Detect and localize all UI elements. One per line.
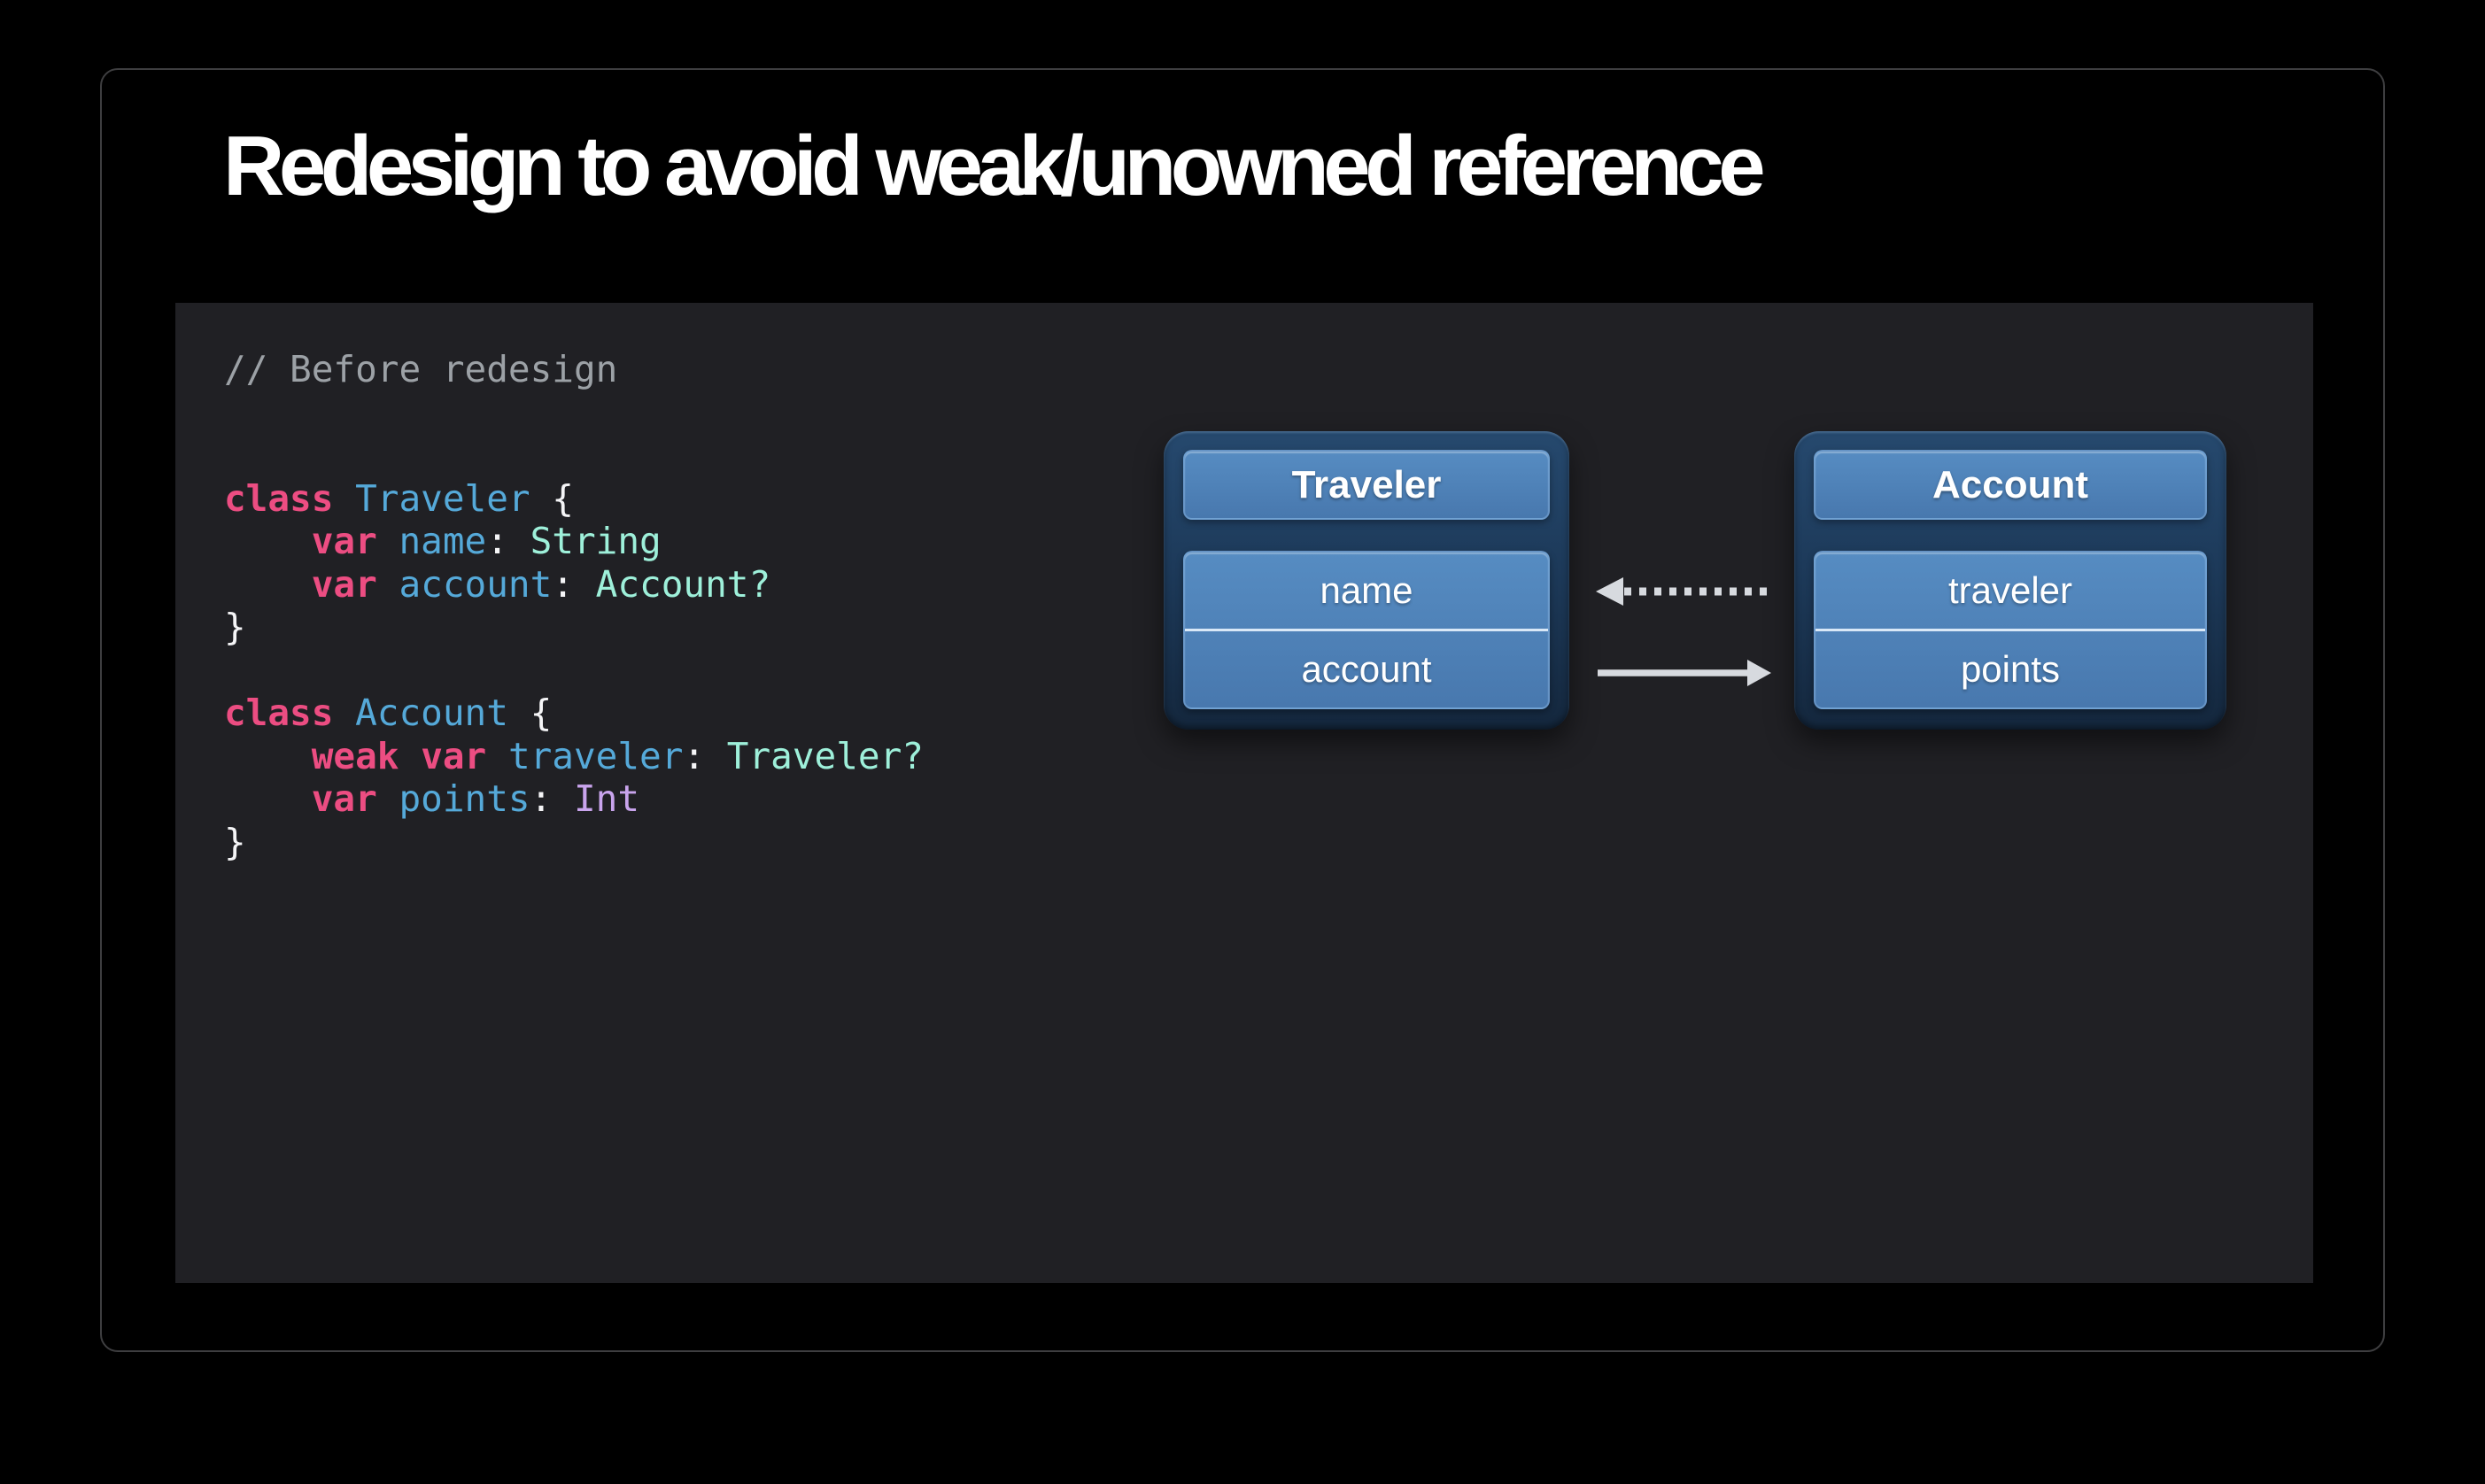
field-points: points [1960, 648, 2061, 690]
field-account: account [1301, 648, 1432, 690]
code-line [224, 434, 924, 477]
code-line: // Before redesign [224, 348, 618, 390]
slide-frame: Redesign to avoid weak/unowned reference… [100, 68, 2385, 1352]
code-line: var name: String [311, 520, 662, 562]
account-box-title: Account [1814, 450, 2207, 520]
code-line [224, 391, 924, 435]
slide-title: Redesign to avoid weak/unowned reference [223, 119, 1766, 213]
code-line: } [224, 820, 246, 863]
code-line: } [224, 606, 246, 648]
code-line: class Traveler { [224, 476, 574, 520]
account-class-box: Account traveler points [1794, 431, 2226, 730]
content-panel: // Before redesign class Traveler { var n… [175, 303, 2313, 1283]
field-traveler: traveler [1947, 569, 2073, 611]
swift-code-block: // Before redesign class Traveler { var n… [224, 348, 924, 863]
field-divider [1185, 629, 1548, 631]
field-divider [1815, 629, 2205, 631]
code-line: var account: Account? [311, 562, 771, 606]
strong-reference-arrow-icon [1598, 660, 1771, 686]
traveler-box-title: Traveler [1183, 450, 1550, 520]
account-box-fields: traveler points [1814, 551, 2207, 709]
code-line: var points: Int [311, 777, 640, 820]
traveler-class-box: Traveler name account [1164, 431, 1569, 730]
weak-reference-arrow-icon [1596, 577, 1768, 606]
field-name: name [1320, 569, 1413, 611]
code-line [224, 649, 924, 692]
code-line: class Account { [224, 692, 553, 734]
traveler-box-fields: name account [1183, 551, 1550, 709]
code-line: weak var traveler: Traveler? [311, 734, 924, 777]
